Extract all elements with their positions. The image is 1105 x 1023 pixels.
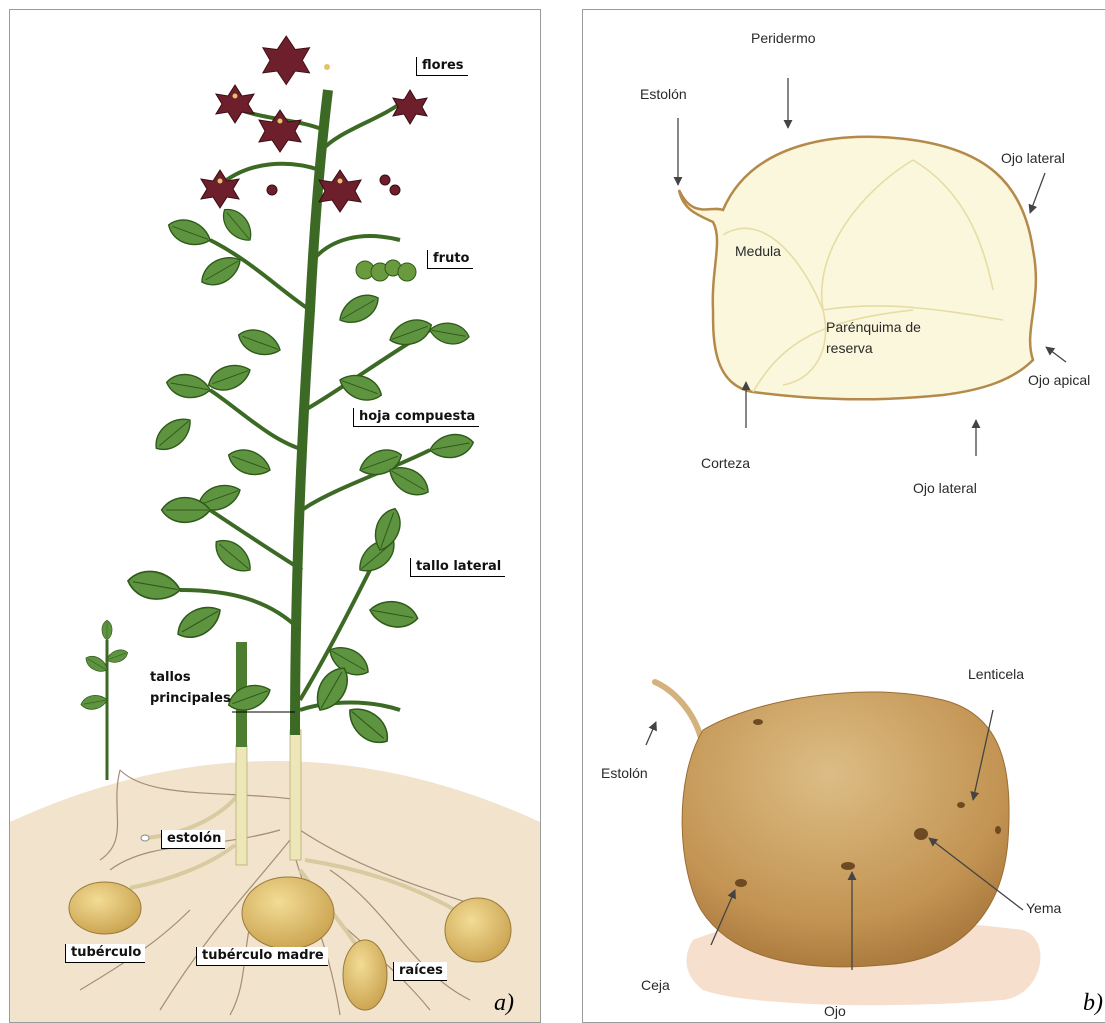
fruits bbox=[356, 260, 416, 281]
label-ojo-apical: Ojo apical bbox=[1028, 372, 1090, 388]
label-ojo-lateral-top: Ojo lateral bbox=[1001, 150, 1065, 166]
sprout bbox=[80, 620, 130, 780]
plant-illustration bbox=[10, 10, 540, 1022]
label-ojo: Ojo bbox=[824, 1003, 846, 1019]
label-flores: flores bbox=[416, 57, 468, 76]
label-principales: principales bbox=[150, 689, 231, 709]
panel-tag-a: a) bbox=[494, 990, 514, 1017]
label-ojo-lateral-bottom: Ojo lateral bbox=[913, 480, 977, 496]
label-fruto: fruto bbox=[427, 250, 473, 269]
label-tuberculo: tubérculo bbox=[65, 944, 145, 963]
label-tuberculo-madre: tubérculo madre bbox=[196, 947, 328, 966]
whole-tuber bbox=[682, 692, 1009, 967]
label-peridermo: Peridermo bbox=[751, 30, 816, 46]
label-raices: raíces bbox=[393, 962, 447, 981]
panel-tag-b: b) bbox=[1083, 990, 1103, 1017]
label-ceja: Ceja bbox=[641, 977, 670, 993]
label-tallo-lateral: tallo lateral bbox=[410, 558, 505, 577]
label-tallos: tallos bbox=[150, 668, 191, 688]
panel-a-potato-plant: flores fruto hoja compuesta tallo latera… bbox=[9, 9, 541, 1023]
label-yema: Yema bbox=[1026, 900, 1061, 916]
stolon-stem bbox=[655, 682, 701, 738]
label-medula: Medula bbox=[735, 243, 781, 259]
label-parenquima-1: Parénquima de bbox=[826, 319, 921, 335]
label-parenquima-2: reserva bbox=[826, 340, 873, 356]
label-corteza: Corteza bbox=[701, 455, 750, 471]
tuber-cross-section bbox=[679, 137, 1036, 400]
panel-b-tuber-anatomy: Peridermo Estolón Ojo lateral Medula Par… bbox=[582, 9, 1105, 1023]
label-estolon-tuber: Estolón bbox=[601, 765, 648, 781]
label-hoja-compuesta: hoja compuesta bbox=[353, 408, 479, 427]
label-lenticela: Lenticela bbox=[968, 666, 1024, 682]
label-estolon-section: Estolón bbox=[640, 86, 687, 102]
label-estolon: estolón bbox=[161, 830, 225, 849]
